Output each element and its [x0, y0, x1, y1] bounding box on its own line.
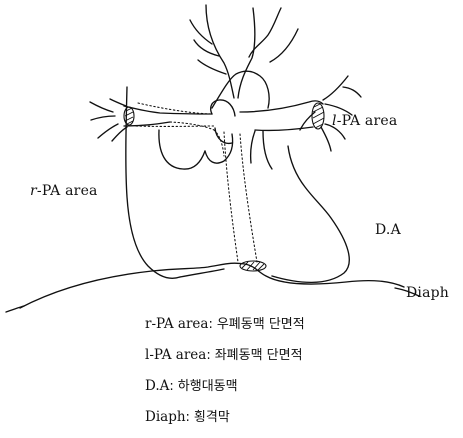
- r-pa-prefix: r: [30, 183, 37, 199]
- legend-separator: :: [186, 410, 190, 425]
- r-pa-area-label: r-PA area: [30, 183, 98, 199]
- legend: r-PA area: 우폐동맥 단면적 l-PA area: 좌폐동맥 단면적 D.…: [145, 314, 455, 438]
- legend-definition: 횡격막: [194, 410, 230, 425]
- legend-separator: :: [206, 348, 210, 363]
- hatched-cross-sections: [124, 103, 324, 271]
- r-pa-label-text: -PA area: [37, 183, 98, 199]
- legend-row-r-pa: r-PA area: 우폐동맥 단면적: [145, 314, 455, 345]
- right-pulmonary-artery-tube: [124, 103, 214, 126]
- diaphragm-label: Diaph: [406, 285, 449, 301]
- legend-row-diaph: Diaph: 횡격막: [145, 407, 455, 438]
- descending-aorta-label: D.A: [375, 222, 401, 238]
- legend-row-da: D.A: 하행대동맥: [145, 376, 455, 407]
- legend-row-l-pa: l-PA area: 좌폐동맥 단면적: [145, 345, 455, 376]
- legend-definition: 우폐동맥 단면적: [217, 317, 305, 332]
- legend-definition: 좌폐동맥 단면적: [215, 348, 303, 363]
- aortic-arch-branches: [190, 5, 298, 108]
- legend-term: r-PA area: [145, 316, 208, 332]
- legend-separator: :: [208, 317, 212, 332]
- legend-separator: :: [169, 379, 173, 394]
- left-pulmonary-artery-tube: [240, 101, 323, 169]
- right-pulmonary-branches: [90, 99, 127, 141]
- legend-term: l-PA area: [145, 347, 206, 363]
- legend-term: D.A: [145, 378, 169, 394]
- legend-definition: 하행대동맥: [178, 379, 238, 394]
- l-pa-label-text: -PA area: [337, 113, 398, 129]
- diaphragm: [6, 263, 419, 312]
- l-pa-area-label: l-PA area: [332, 113, 397, 129]
- legend-term: Diaph: [145, 409, 186, 425]
